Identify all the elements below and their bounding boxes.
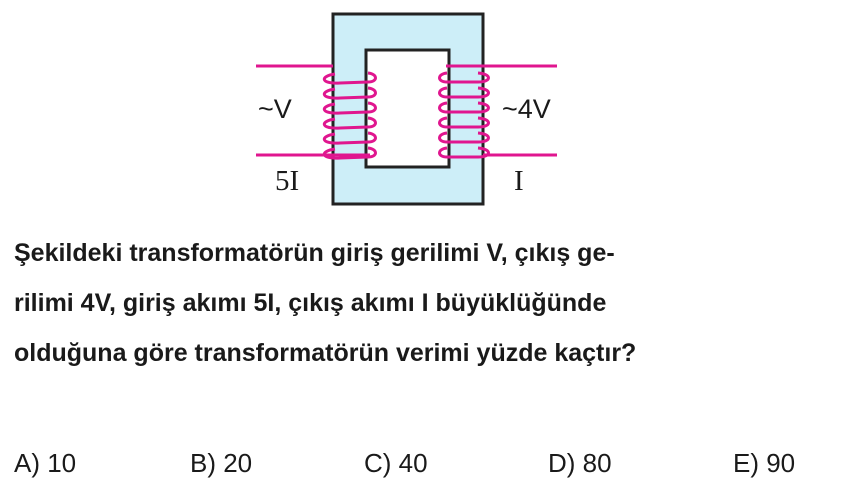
answer-e[interactable]: E) 90	[733, 448, 796, 478]
coil-windings	[322, 71, 490, 160]
transformer-core	[331, 12, 485, 206]
answer-d[interactable]: D) 80	[548, 448, 612, 478]
answer-c[interactable]: C) 40	[364, 448, 428, 478]
question-line: olduğuna göre transformatörün verimi yüz…	[14, 339, 637, 367]
coils	[322, 71, 490, 160]
output-current-label: I	[514, 165, 524, 197]
question-text: Şekildeki transformatörün giriş gerilimi…	[14, 228, 854, 378]
transformer-diagram	[256, 12, 557, 206]
wires	[256, 64, 557, 157]
question-line: rilimi 4V, giriş akımı 5I, çıkış akımı I…	[14, 289, 607, 317]
answer-b[interactable]: B) 20	[190, 448, 253, 478]
input-current-label: 5I	[275, 165, 300, 197]
output-voltage-label: ~4V	[502, 94, 551, 124]
input-voltage-label: ~V	[258, 94, 292, 124]
answer-a[interactable]: A) 10	[14, 448, 77, 478]
question-line: Şekildeki transformatörün giriş gerilimi…	[14, 239, 615, 267]
